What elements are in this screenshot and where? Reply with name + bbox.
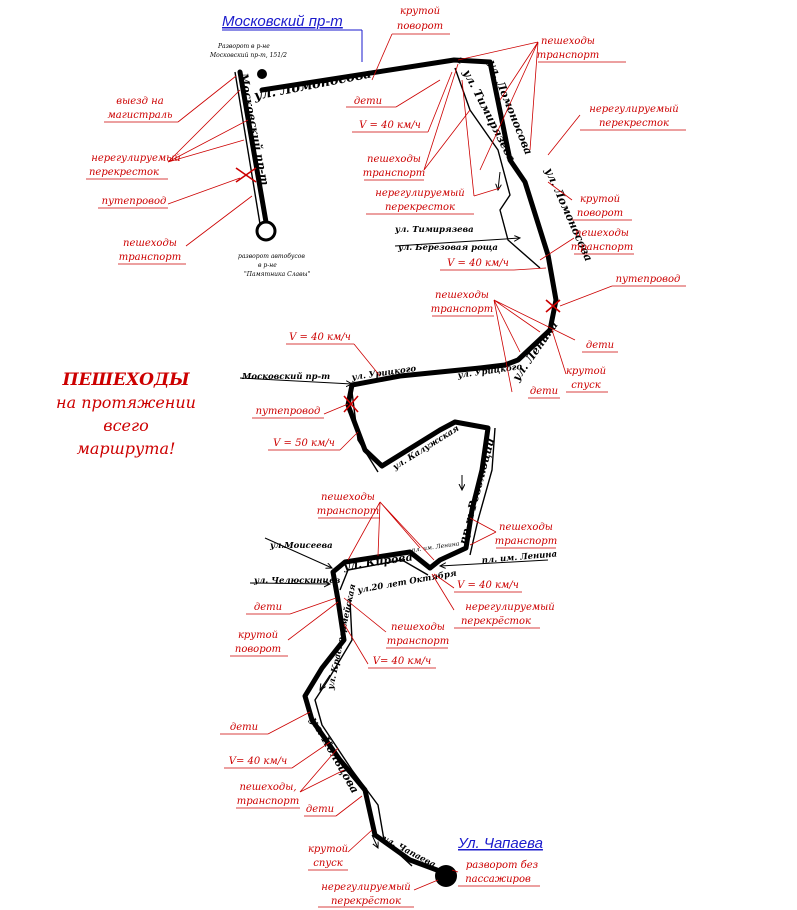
hazard-pedestrians-3a: пешеходы	[367, 154, 421, 165]
hazard-unregulated-1b: перекресток	[599, 118, 669, 129]
street-timiryazeva-2: ул. Тимирязева	[394, 225, 474, 235]
hazard-unregulated-3b: перекресток	[385, 202, 455, 213]
hazard-pedestrians-7a: пешеходы	[499, 522, 553, 533]
hazard-pedestrians-5b: транспорт	[431, 304, 493, 315]
hazard-speed-5: V = 40 км/ч	[457, 580, 519, 591]
hazard-pedestrians-2a: пешеходы	[123, 238, 177, 249]
hazard-overpass-3: путепровод	[256, 406, 321, 417]
hazard-turnaround-b: пассажиров	[465, 874, 531, 885]
hazard-pedestrians-8b: транспорт	[387, 636, 449, 647]
hazard-pedestrians-5a: пешеходы	[435, 290, 489, 301]
turnaround-note-bottom-2: в р-не	[258, 262, 277, 269]
hazard-overpass-2: путепровод	[616, 274, 681, 285]
overpass-marker-1	[235, 167, 257, 183]
turnaround-note-top-2: Московский пр-т, 151/2	[209, 52, 287, 59]
terminal-south-marker	[435, 865, 457, 887]
street-ploshchad-lenina-2: пл. им. Ленина	[481, 549, 557, 566]
hazard-speed-6: V= 40 км/ч	[373, 656, 432, 667]
terminal-north-label: Московский пр-т	[222, 13, 343, 30]
street-moiseeva: ул.Моисеева	[269, 541, 333, 551]
hazard-sharp-turn-3b: поворот	[235, 644, 281, 655]
hazard-steep-descent-1b: спуск	[571, 380, 600, 391]
warning-line-3: всего	[103, 416, 148, 435]
hazard-pedestrians-9a: пешеходы,	[239, 782, 296, 793]
hazard-speed-1: V = 40 км/ч	[359, 120, 421, 131]
hazard-unregulated-4a: нерегулируемый	[465, 602, 554, 613]
hazard-sharp-turn-1a: крутой	[400, 6, 440, 17]
route-kirova	[330, 549, 433, 603]
hazard-unregulated-4b: перекрёсток	[461, 616, 531, 627]
hazard-children-4: дети	[254, 602, 282, 613]
hazard-speed-3: V = 40 км/ч	[289, 332, 351, 343]
hazard-steep-descent-2a: крутой	[308, 844, 348, 855]
hazard-unregulated-3a: нерегулируемый	[375, 188, 464, 199]
hazard-unregulated-5b: перекрёсток	[331, 896, 401, 907]
hazard-unregulated-2b: перекресток	[89, 167, 159, 178]
hazard-pedestrians-4b: транспорт	[571, 242, 633, 253]
hazard-children-2: дети	[586, 340, 614, 351]
warning-line-4: маршрута!	[77, 439, 176, 458]
hazard-sharp-turn-2b: поворот	[577, 208, 623, 219]
hazard-children-1: дети	[354, 96, 382, 107]
hazard-exit-highway-b: магистраль	[107, 110, 172, 121]
street-moskovsky-mid: Московский пр-т	[241, 371, 330, 382]
warning-line-1: ПЕШЕХОДЫ	[61, 370, 190, 390]
hazard-children-3: дети	[530, 386, 558, 397]
street-kaluzhskaya: ул. Калужская	[390, 424, 461, 473]
hazard-pedestrians-7b: транспорт	[495, 536, 557, 547]
hazard-pedestrians-8a: пешеходы	[391, 622, 445, 633]
terminal-north-marker	[257, 69, 267, 79]
hazard-exit-highway-a: выезд на	[116, 96, 163, 107]
street-krasnoarmeyskaya: ул. Красноармейская	[325, 583, 358, 692]
overpass-marker-3	[343, 395, 359, 413]
turnaround-note-bottom-3: "Памятника Славы"	[244, 271, 310, 278]
hazard-speed-2: V = 40 км/ч	[447, 258, 509, 269]
hazard-pedestrians-3b: транспорт	[363, 168, 425, 179]
hazard-speed-7: V= 40 км/ч	[229, 756, 288, 767]
turnaround-loop-north	[255, 220, 277, 242]
hazard-pedestrians-4a: пешеходы	[575, 228, 629, 239]
hazard-sharp-turn-1b: поворот	[397, 21, 443, 32]
route-revolyutsii	[427, 419, 491, 571]
turnaround-note-bottom-1: разворот автобусов	[238, 253, 305, 260]
hazard-unregulated-2a: нерегулируемый	[91, 153, 180, 164]
hazard-turnaround-a: разворот без	[466, 860, 538, 871]
hazard-pedestrians-2b: транспорт	[119, 252, 181, 263]
hazard-labels: крутой поворот пешеходы транспорт нерегу…	[86, 6, 686, 908]
hazard-pedestrians-1a: пешеходы	[541, 36, 595, 47]
street-chelyuskintsev: ул. Челюскинцев	[253, 576, 341, 586]
route-moskovsky-segment	[237, 69, 269, 225]
hazard-children-5: дети	[230, 722, 258, 733]
hazard-pedestrians-9b: транспорт	[237, 796, 299, 807]
bus-route	[234, 60, 561, 887]
hazard-sharp-turn-3a: крутой	[238, 630, 278, 641]
turnaround-note-top-1: Разворот в р-не	[217, 43, 270, 50]
hazard-unregulated-5a: нерегулируемый	[321, 882, 410, 893]
street-koltsova: ул. Кольцова	[307, 714, 361, 795]
hazard-steep-descent-1a: крутой	[566, 366, 606, 377]
hazard-children-6: дети	[306, 804, 334, 815]
street-oktyabrya: ул.20 лет Октября	[356, 568, 458, 596]
hazard-sharp-turn-2a: крутой	[580, 194, 620, 205]
hazard-pedestrians-6b: транспорт	[317, 506, 379, 517]
street-chapaeva: ул. Чапаева	[380, 833, 437, 870]
warning-line-2: на протяжении	[56, 393, 196, 412]
pedestrian-warning: ПЕШЕХОДЫ на протяжении всего маршрута!	[56, 370, 196, 458]
hazard-speed-4: V = 50 км/ч	[273, 438, 335, 449]
terminal-south-label: Ул. Чапаева	[457, 835, 543, 852]
street-kirova: ул. Кирова	[342, 550, 414, 573]
hazard-unregulated-1a: нерегулируемый	[589, 104, 678, 115]
hazard-steep-descent-2b: спуск	[313, 858, 342, 869]
hazard-pedestrians-1b: транспорт	[537, 50, 599, 61]
overpass-marker-2	[545, 299, 561, 313]
hazard-pedestrians-6a: пешеходы	[321, 492, 375, 503]
hazard-overpass-1: путепровод	[102, 196, 167, 207]
street-berezovaya: ул. Березовая роща	[397, 243, 498, 253]
